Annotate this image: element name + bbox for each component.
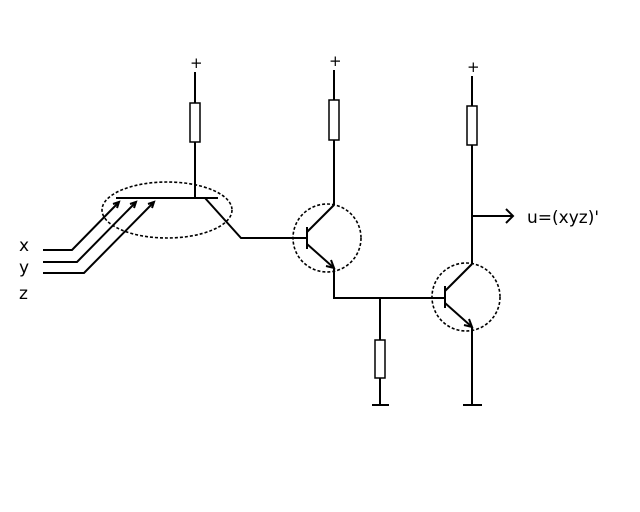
resistor-emitter xyxy=(374,298,386,405)
input-wires xyxy=(43,200,156,274)
transistor-1 xyxy=(292,203,362,273)
emitter-wire-1 xyxy=(333,268,445,299)
diode-gate xyxy=(116,197,298,239)
input-label-y: y xyxy=(19,258,29,278)
input-label-x: x xyxy=(19,236,29,256)
resistor-2 xyxy=(328,70,340,205)
diode-and-gate-outline xyxy=(101,181,233,239)
output-label: u=(xyz)' xyxy=(527,208,599,228)
output-arrow xyxy=(472,208,515,224)
supply-plus-1: + xyxy=(190,54,203,72)
transistor-2 xyxy=(431,262,501,405)
resistor-3 xyxy=(466,76,478,264)
supply-plus-3: + xyxy=(467,58,480,76)
input-label-z: z xyxy=(19,284,28,304)
resistor-1 xyxy=(189,72,201,198)
supply-plus-2: + xyxy=(329,52,342,70)
